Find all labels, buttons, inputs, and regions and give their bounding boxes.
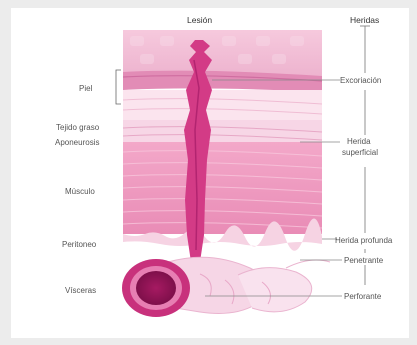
label-perforante: Perforante [344,292,381,301]
label-herida-superficial-2: superficial [342,148,378,157]
label-tejido-graso: Tejido graso [56,123,99,132]
fat-layer [123,90,322,120]
label-visceras: Vísceras [65,286,96,295]
header-heridas: Heridas [350,15,379,25]
piel-bracket [116,70,121,104]
label-herida-superficial-1: Herida [347,137,371,146]
label-herida-profunda: Herida profunda [335,236,392,245]
label-peritoneo: Peritoneo [62,240,96,249]
label-piel: Piel [79,84,92,93]
viscera-intestine [122,257,330,317]
label-excoriacion: Excoriación [340,76,381,85]
header-lesion: Lesión [187,15,212,25]
label-aponeurosis: Aponeurosis [55,138,99,147]
label-penetrante: Penetrante [344,256,383,265]
muscle-layer [123,142,322,234]
label-musculo: Músculo [65,187,95,196]
aponeurosis-layer [123,120,322,142]
